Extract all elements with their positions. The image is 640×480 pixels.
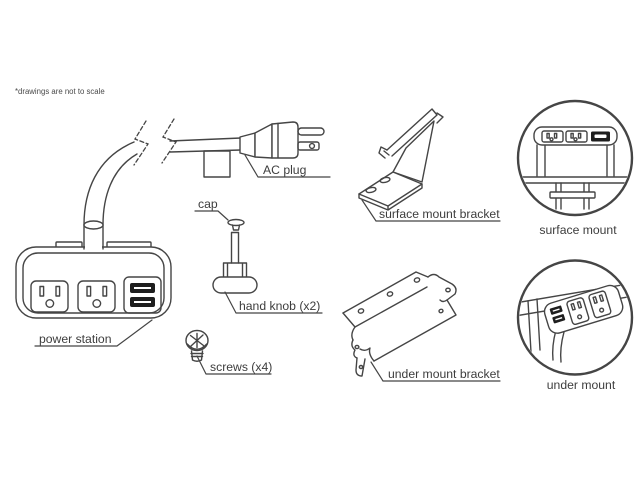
hand-knob-label: hand knob (x2): [224, 291, 323, 314]
screw-drawing: [185, 329, 209, 362]
under-mount-bracket-label-text: under mount bracket: [388, 367, 500, 381]
screws-label: screws (x4): [196, 355, 272, 375]
cap-label: cap: [194, 197, 229, 221]
under-mount-bracket-drawing: [342, 271, 457, 377]
ac-plug-label: AC plug: [244, 154, 331, 178]
cap-drawing: [227, 218, 245, 231]
surface-mount-view: [516, 99, 634, 217]
surface-mount-caption: surface mount: [539, 223, 617, 237]
ac-plug-label-text: AC plug: [263, 163, 306, 177]
not-to-scale-note: *drawings are not to scale: [15, 87, 105, 96]
surface-mount-bracket-label-text: surface mount bracket: [379, 207, 500, 221]
surface-mount-bracket-drawing: [358, 108, 444, 211]
cord-break-marks: [133, 118, 177, 166]
power-station-label: power station: [34, 319, 153, 347]
power-station-drawing: [15, 141, 172, 319]
surface-mount-bracket-label: surface mount bracket: [361, 199, 501, 222]
cap-label-text: cap: [198, 197, 218, 211]
ac-plug-drawing: [239, 121, 325, 159]
hand-knob-drawing: [212, 231, 258, 294]
under-mount-view: [516, 259, 634, 376]
usb-ports-icon: [549, 305, 566, 324]
usb-port-icon: [591, 131, 610, 142]
screws-label-text: screws (x4): [210, 360, 272, 374]
usb-ports-icon: [123, 276, 162, 314]
power-station-label-text: power station: [39, 332, 112, 346]
hand-knob-label-text: hand knob (x2): [239, 299, 320, 313]
power-cord-drawing: [169, 137, 242, 178]
under-mount-bracket-label: under mount bracket: [370, 361, 501, 382]
under-mount-caption: under mount: [547, 378, 616, 392]
